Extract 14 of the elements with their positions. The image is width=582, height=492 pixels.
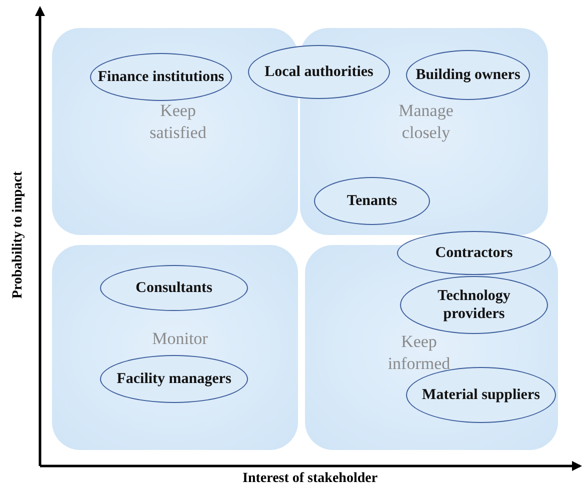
- stakeholder-ellipse: Finance institutions: [90, 53, 232, 101]
- stakeholder-ellipse: Tenants: [314, 177, 430, 225]
- stakeholder-ellipse: Consultants: [100, 265, 248, 311]
- y-axis-title: Probability to impact: [10, 171, 26, 299]
- quadrant-panel: [305, 245, 558, 450]
- quadrant-panel: [300, 28, 548, 235]
- x-axis-title: Interest of stakeholder: [242, 471, 378, 487]
- quadrant-label: Monitor: [151, 328, 209, 350]
- stakeholder-ellipse: Building owners: [406, 50, 530, 100]
- quadrant-label: Manage closely: [398, 100, 454, 144]
- stakeholder-ellipse: Facility managers: [100, 355, 248, 403]
- quadrant-panel: [52, 245, 298, 450]
- stakeholder-ellipse: Technology providers: [400, 276, 548, 334]
- quadrant-label: Keep satisfied: [148, 100, 208, 144]
